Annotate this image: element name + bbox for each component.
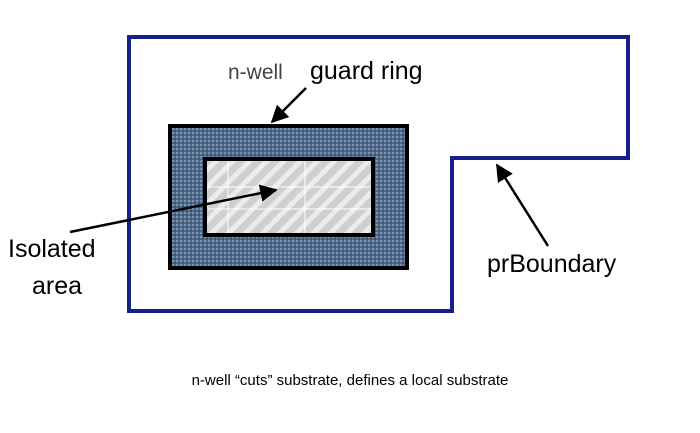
- guard-ring-arrow: [270, 87, 307, 124]
- isolated-area-arrow: [69, 184, 278, 234]
- guard-ring-label: guard ring: [310, 57, 423, 85]
- isolated-label-line2: area: [32, 272, 82, 300]
- isolated-area: [203, 157, 375, 237]
- pr-boundary-label: prBoundary: [487, 250, 617, 278]
- isolated-label-line1: Isolated: [8, 235, 96, 263]
- nwell-label: n-well: [228, 61, 283, 84]
- caption: n-well “cuts” substrate, defines a local…: [191, 372, 509, 389]
- pr-boundary-arrow: [495, 163, 550, 247]
